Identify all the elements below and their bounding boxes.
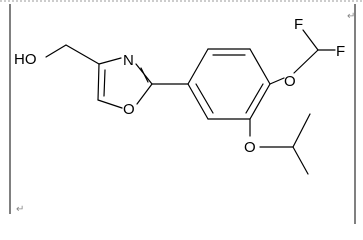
- bond-ar6-ar1: [187, 83, 209, 120]
- bond-o-cf2: [293, 49, 319, 74]
- bond-lines: [45, 29, 336, 175]
- atom-label-fluorine-top: F: [294, 16, 303, 33]
- document-page: ↵ ↵: [0, 0, 363, 224]
- bond-c4-n3: [98, 57, 122, 65]
- atom-label-fluorine-right: F: [336, 43, 345, 60]
- bond-c5-c4: [97, 63, 100, 101]
- atom-label-ether-o-lower: O: [244, 139, 256, 156]
- bond-c2-o1: [136, 83, 153, 105]
- bond-n3-c2-inner: [140, 67, 149, 83]
- bond-ch-me1: [292, 113, 311, 148]
- bond-o-ch2: [45, 44, 67, 58]
- bond-cf2-f-top: [302, 29, 319, 51]
- bond-ch2-c4: [65, 44, 100, 65]
- structure-canvas: ↵ ↵: [0, 0, 363, 224]
- bond-ar4-ar5: [249, 83, 271, 120]
- bond-ar6-ar1-inner: [195, 83, 214, 114]
- bond-ar4-ar5-inner: [245, 83, 264, 114]
- bond-o1-c5: [97, 99, 123, 109]
- bond-c5-c4-inner: [103, 69, 106, 97]
- atom-label-ether-o-upper: O: [284, 73, 296, 90]
- atom-label-hydroxyl: HO: [14, 51, 37, 68]
- bond-ar3-ar4: [249, 48, 271, 85]
- bond-ar4-o: [269, 77, 285, 85]
- bond-ar1-ar2: [187, 48, 209, 85]
- atom-labels: HO N O O F F O: [14, 16, 345, 156]
- atom-label-oxazole-n: N: [123, 52, 134, 69]
- paragraph-mark-bottom: ↵: [16, 204, 24, 215]
- paragraph-mark-top: ↵: [347, 11, 355, 22]
- atom-label-oxazole-o: O: [123, 101, 135, 118]
- bond-ch-me2: [292, 146, 309, 175]
